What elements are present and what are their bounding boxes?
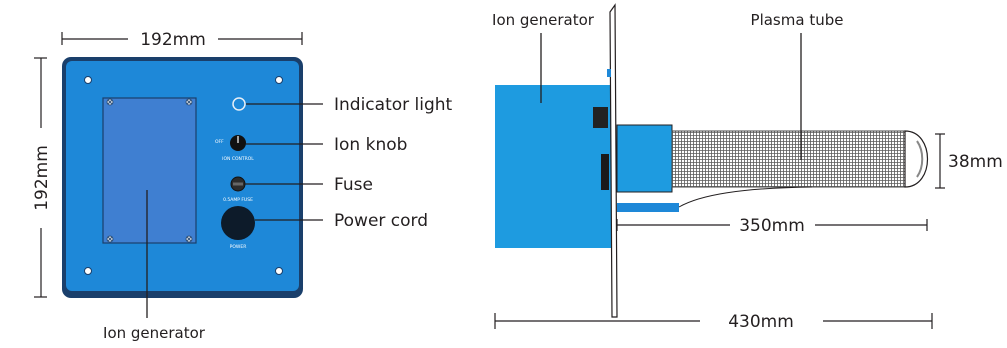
side-view: Ion generator Plasma tube [492, 3, 1003, 332]
indicator-light-label: Indicator light [334, 95, 453, 115]
tube-length-label: 350mm [739, 216, 805, 236]
indicator-light [232, 97, 246, 111]
front-height-dimension [34, 57, 47, 298]
front-width-dimension [61, 32, 303, 45]
fuse: 0.5AMP FUSE [223, 176, 253, 203]
knob-off-text: OFF [215, 139, 224, 145]
ion-control-text: ION CONTROL [222, 156, 254, 162]
knob-stub [593, 107, 608, 128]
tube-length-dimension [616, 219, 928, 231]
plasma-tube [671, 130, 908, 188]
side-ion-generator-label: Ion generator [492, 11, 595, 29]
power-cord-label: Power cord [334, 211, 428, 231]
mounting-plate [609, 3, 618, 318]
ion-knob: OFF ION CONTROL [215, 135, 254, 162]
front-width-label: 192mm [140, 30, 206, 50]
front-view: 192mm 192mm [32, 30, 453, 342]
cable-tube [617, 203, 679, 212]
generator-body [495, 85, 611, 248]
front-height-label: 192mm [32, 145, 52, 211]
front-ion-generator-label: Ion generator [103, 324, 206, 342]
front-leader-lines [146, 103, 323, 318]
tube-collar [616, 124, 673, 193]
tube-end-cap [904, 130, 928, 188]
side-leader-lines [540, 33, 802, 160]
tube-diameter-label: 38mm [948, 152, 1003, 172]
power-text: POWER [230, 244, 247, 250]
total-length-label: 430mm [728, 312, 794, 332]
tube-diameter-dimension [935, 133, 945, 189]
fuse-text: 0.5AMP FUSE [223, 197, 253, 203]
ion-generator-module [102, 97, 197, 244]
panel-screws [84, 76, 283, 275]
ion-knob-label: Ion knob [334, 135, 407, 155]
fuse-label: Fuse [334, 175, 373, 195]
power-cord: POWER [221, 206, 255, 250]
plasma-tube-label: Plasma tube [751, 11, 844, 29]
total-length-dimension [494, 313, 933, 329]
